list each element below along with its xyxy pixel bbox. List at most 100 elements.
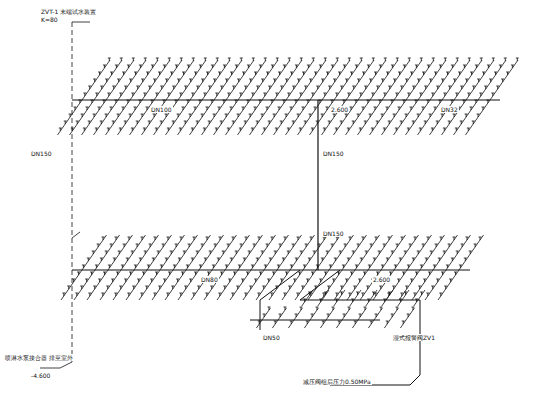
pipe <box>313 58 314 61</box>
pipe <box>424 86 427 87</box>
pipe <box>336 308 350 328</box>
pipe <box>227 128 230 129</box>
pipe <box>150 100 153 101</box>
pipe <box>205 58 206 61</box>
pipe <box>123 72 124 75</box>
pipe <box>395 128 398 129</box>
pipe <box>279 107 280 110</box>
pipe <box>354 321 357 322</box>
pipe <box>232 121 235 122</box>
pipe <box>426 258 427 261</box>
pipe <box>398 290 409 306</box>
pipe <box>233 121 234 124</box>
pipe <box>269 307 270 310</box>
pipe <box>350 107 353 108</box>
pipe <box>149 121 150 124</box>
pipe <box>324 58 327 59</box>
pipe <box>176 65 177 68</box>
pipe <box>456 251 459 252</box>
pipe <box>360 314 361 317</box>
pipe <box>327 314 330 315</box>
pipe <box>496 86 499 87</box>
pipe <box>175 65 178 66</box>
pipe <box>274 114 275 117</box>
pipe <box>402 272 405 273</box>
pipe <box>320 308 334 328</box>
pipe <box>266 107 269 108</box>
pipe <box>450 100 453 101</box>
pipe <box>359 314 362 315</box>
pipe <box>278 72 281 73</box>
pipe <box>439 258 440 261</box>
pipe <box>90 100 93 101</box>
pipe <box>81 286 82 289</box>
pipe <box>384 128 385 131</box>
pipe <box>367 286 368 289</box>
pipe <box>140 258 141 261</box>
riser-pipe <box>317 120 318 262</box>
pipe <box>181 58 182 61</box>
pipe <box>467 237 468 240</box>
pipe <box>201 79 204 80</box>
pipe <box>251 128 254 129</box>
pipe <box>364 307 367 308</box>
pipe <box>415 65 418 66</box>
pipe <box>164 65 165 68</box>
pipe <box>112 279 113 282</box>
pipe <box>401 121 402 124</box>
pipe <box>475 100 476 103</box>
pipe <box>483 107 484 110</box>
pipe <box>314 286 317 287</box>
pipe <box>323 128 326 129</box>
pipe <box>250 79 251 82</box>
pipe-label: 减压阀组后压力0.50MPa <box>302 378 372 385</box>
pipe <box>239 128 242 129</box>
pipe <box>155 128 158 129</box>
pipe <box>365 86 366 89</box>
pipe <box>280 314 281 317</box>
pipe <box>400 86 403 87</box>
pipe <box>68 286 69 289</box>
pipe <box>284 307 287 308</box>
pipe <box>336 293 337 296</box>
pipe <box>381 265 384 266</box>
pipe <box>320 279 321 282</box>
pipe <box>176 244 177 247</box>
pipe <box>143 128 146 129</box>
pipe <box>118 114 119 117</box>
pipe <box>182 272 183 275</box>
pipe <box>122 265 123 268</box>
pipe <box>72 279 75 280</box>
pipe <box>121 265 124 266</box>
pipe <box>231 72 232 75</box>
pipe <box>245 86 246 89</box>
pipe <box>361 258 362 261</box>
pipe <box>332 244 333 247</box>
pipe <box>295 100 296 103</box>
pipe <box>361 293 364 294</box>
pipe <box>384 308 398 328</box>
pipe <box>63 293 64 296</box>
pipe <box>346 114 347 117</box>
pipe <box>320 65 321 68</box>
pipe <box>393 114 396 115</box>
pipe <box>340 251 341 254</box>
pipe <box>142 272 145 273</box>
pipe <box>379 286 382 287</box>
pipe <box>400 293 403 294</box>
pipe <box>138 279 139 282</box>
pipe <box>455 128 458 129</box>
pipe <box>404 65 405 68</box>
pipe <box>352 251 355 252</box>
pipe-label: 喷淋水泵接合器 排至室外 <box>4 354 74 361</box>
pipe <box>70 114 71 117</box>
pipe <box>319 279 322 280</box>
pipe <box>344 314 345 317</box>
pipe <box>292 244 295 245</box>
pipe <box>185 286 186 289</box>
pipe <box>112 86 115 87</box>
pipe <box>327 251 328 254</box>
pipe <box>145 251 146 254</box>
pipe <box>131 93 134 94</box>
pipe <box>442 114 443 117</box>
